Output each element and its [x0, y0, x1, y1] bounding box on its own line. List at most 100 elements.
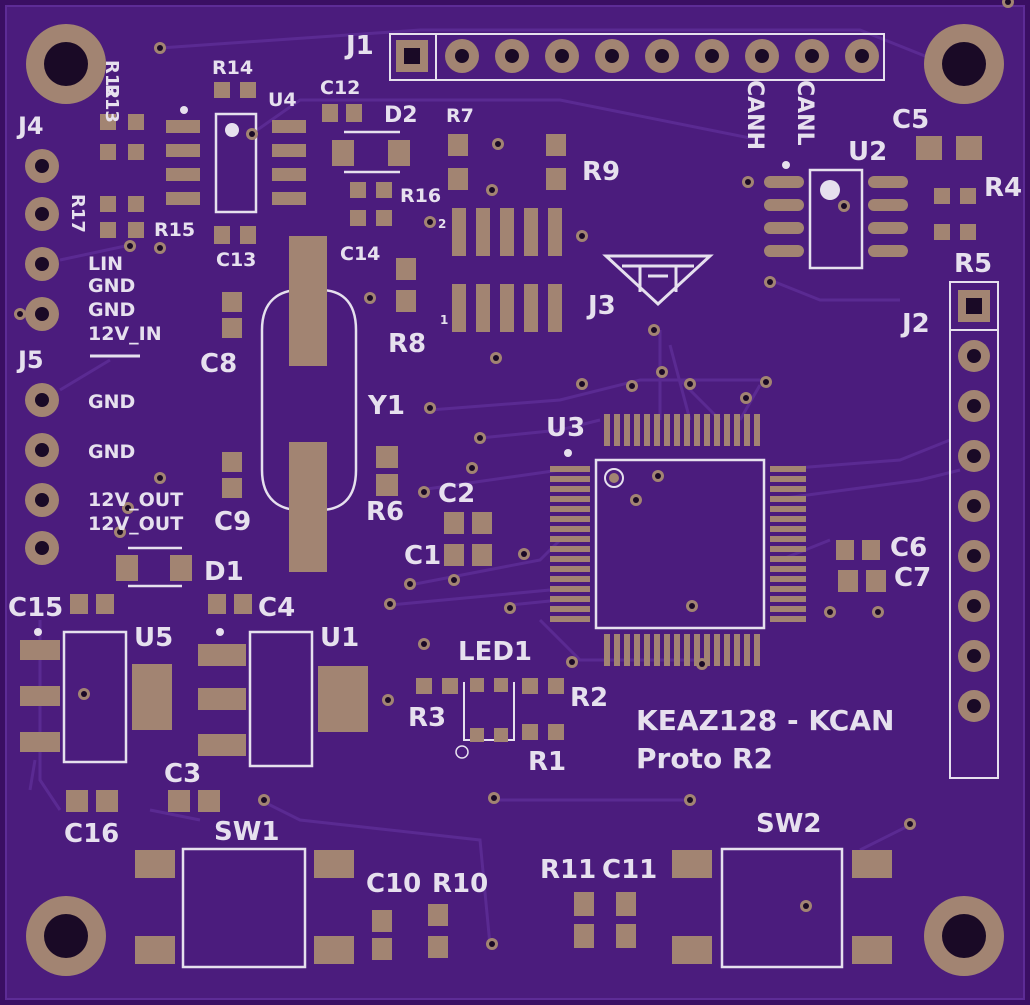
via-hole	[767, 279, 773, 285]
u3-pad	[754, 414, 760, 446]
via-hole	[629, 383, 635, 389]
via-hole	[699, 661, 705, 667]
u3-pad	[734, 414, 740, 446]
u3-pad	[634, 414, 640, 446]
u3-pad	[644, 634, 650, 666]
u3-pad	[684, 634, 690, 666]
label-y1: Y1	[367, 391, 405, 421]
label-c4: C4	[258, 593, 295, 623]
label-led1: LED1	[458, 637, 532, 667]
label-u4: U4	[268, 89, 297, 111]
label-r10: R10	[432, 869, 488, 899]
u3-pad	[770, 546, 806, 552]
via-hole	[421, 489, 427, 495]
pin-mark-2: 2	[438, 217, 446, 231]
mounting-holes	[26, 24, 1004, 976]
u3-pad	[770, 536, 806, 542]
u3-pad	[550, 486, 590, 492]
j2-pin-hole	[967, 499, 981, 513]
label-c11: C11	[602, 855, 657, 885]
j1-pin-hole	[705, 49, 719, 63]
u3-pad	[550, 476, 590, 482]
j2-pin-hole	[967, 349, 981, 363]
label-r1: R1	[528, 747, 566, 777]
logo-icon	[602, 254, 714, 307]
u3-pad	[724, 634, 730, 666]
chip-u2	[764, 161, 908, 270]
u3-pad	[550, 576, 590, 582]
via-hole	[689, 603, 695, 609]
j5-pin-12v-out-2: 12V_OUT	[88, 513, 183, 535]
via-hole	[745, 179, 751, 185]
j1-pin-hole	[805, 49, 819, 63]
via-hole	[427, 219, 433, 225]
label-j1: J1	[344, 31, 374, 61]
u3-pad	[674, 414, 680, 446]
via-hole	[579, 381, 585, 387]
via-hole	[421, 641, 427, 647]
u3-pad	[550, 606, 590, 612]
label-c2: C2	[438, 479, 475, 509]
u3-pad	[704, 414, 710, 446]
via-hole	[1005, 0, 1011, 5]
via-hole	[117, 529, 123, 535]
j1-pin-hole	[755, 49, 769, 63]
label-u5: U5	[134, 623, 173, 653]
j2-pin-hole	[967, 699, 981, 713]
label-j5: J5	[16, 346, 44, 374]
u3-pad	[604, 414, 610, 446]
crystal-y1	[260, 236, 358, 572]
u3-pad	[550, 556, 590, 562]
chip-u1	[198, 628, 368, 768]
via-hole	[495, 141, 501, 147]
u3-pad	[770, 606, 806, 612]
u3-pad	[550, 466, 590, 472]
u3-pad	[614, 634, 620, 666]
via-hole	[407, 581, 413, 587]
via-hole	[489, 187, 495, 193]
via-hole	[687, 797, 693, 803]
j2-pin-hole	[967, 399, 981, 413]
via-hole	[451, 577, 457, 583]
label-c16: C16	[64, 819, 119, 849]
u3-pad	[550, 506, 590, 512]
j1-pin-hole	[855, 49, 869, 63]
passive-pads	[66, 82, 982, 960]
u3-pad	[770, 516, 806, 522]
label-c8: C8	[200, 349, 237, 379]
label-r9: R9	[582, 157, 620, 187]
u3-pad	[694, 634, 700, 666]
via-hole	[875, 609, 881, 615]
led1	[455, 678, 515, 759]
u3-pad	[714, 634, 720, 666]
u3-pad	[624, 414, 630, 446]
pin-mark-1: 1	[440, 313, 448, 327]
u3-pad	[770, 576, 806, 582]
u3-pad	[550, 496, 590, 502]
u3-pad	[770, 556, 806, 562]
j1-pin-hole	[505, 49, 519, 63]
label-c7: C7	[894, 563, 931, 593]
label-d1: D1	[204, 557, 244, 587]
label-c15: C15	[8, 593, 63, 623]
u3-pad	[770, 526, 806, 532]
label-c14: C14	[340, 243, 380, 265]
u3-pad	[744, 634, 750, 666]
via-hole	[569, 659, 575, 665]
label-r16: R16	[400, 185, 441, 207]
vias	[14, 0, 1014, 950]
u3-pad	[550, 546, 590, 552]
j1-pin-hole	[555, 49, 569, 63]
u3-pad	[770, 466, 806, 472]
u3-pad	[654, 634, 660, 666]
board-title: KEAZ128 - KCAN	[636, 704, 894, 737]
via-hole	[157, 245, 163, 251]
u3-pad	[770, 586, 806, 592]
label-r7: R7	[446, 105, 474, 127]
u3-pad	[770, 566, 806, 572]
u3-pad	[770, 506, 806, 512]
j2-pin-hole	[967, 599, 981, 613]
chip-u3	[550, 414, 806, 666]
via-hole	[249, 131, 255, 137]
via-hole	[659, 369, 665, 375]
